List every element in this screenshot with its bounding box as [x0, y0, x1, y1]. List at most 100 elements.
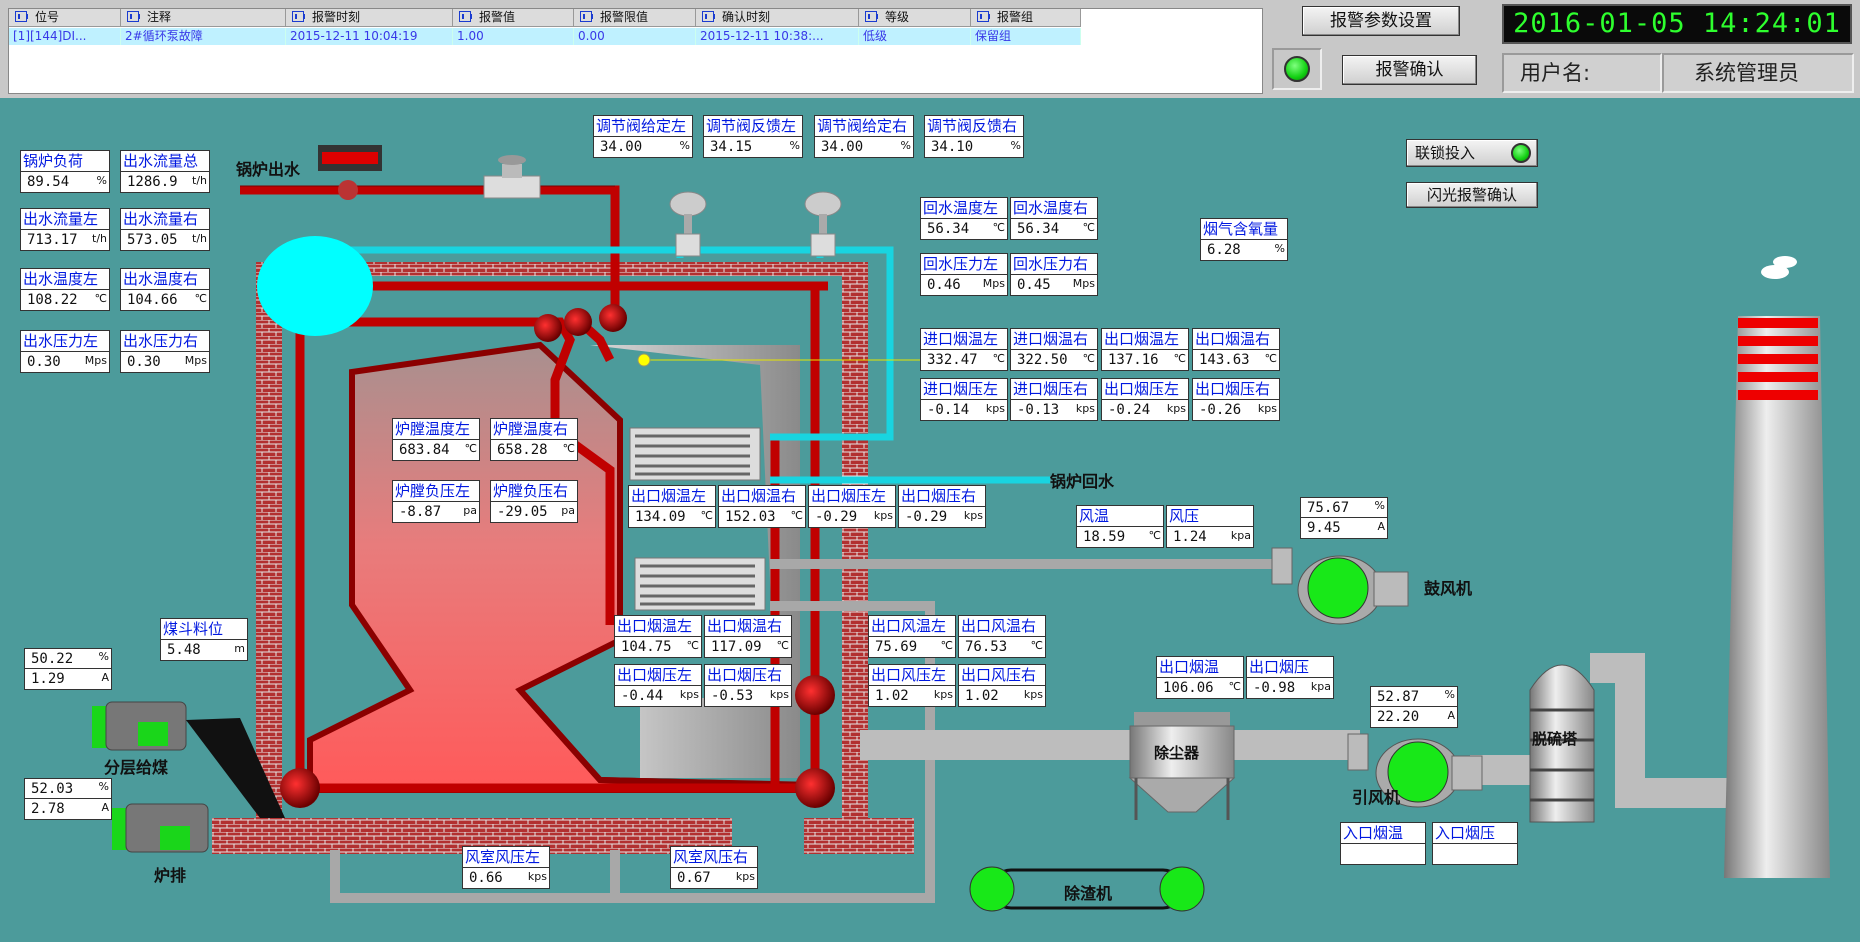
tag-number: 0.30	[127, 354, 161, 370]
tag-label: 出水流量总	[120, 150, 210, 172]
boiler-outlet-label: 锅炉出水	[236, 156, 300, 180]
tag-number: 683.84	[399, 442, 450, 458]
tag-unit: t/h	[92, 230, 107, 249]
tag-number: 0.67	[677, 870, 711, 886]
tag-value: 152.03℃	[718, 507, 806, 528]
tag-label: 出口风压左	[868, 664, 956, 686]
tag-number: 18.59	[1083, 529, 1125, 545]
column-header[interactable]: 报警时刻	[286, 9, 453, 27]
tag-label: 出口烟温右	[704, 615, 792, 637]
tag-number: -0.44	[621, 688, 663, 704]
tag-unit: kps	[1258, 400, 1277, 419]
tag-number: 6.28	[1207, 242, 1241, 258]
tag-value: 104.75℃	[614, 637, 702, 658]
tag-value: 0.66kps	[462, 868, 550, 889]
tag-label: 风压	[1166, 505, 1254, 527]
column-header[interactable]: 注释	[121, 9, 286, 27]
tag-label: 回水压力右	[1010, 253, 1098, 275]
interlock-button[interactable]: 联锁投入	[1406, 139, 1538, 167]
flash-alarm-confirm-button[interactable]: 闪光报警确认	[1406, 182, 1538, 208]
tag-value: 6.28%	[1200, 240, 1288, 261]
tag-number: 34.00	[821, 139, 863, 155]
tag-label: 煤斗料位	[160, 618, 248, 640]
tag-ret-pres-r: 回水压力右0.45Mps	[1010, 253, 1098, 296]
tag-in-ft-l: 进口烟温左332.47℃	[920, 328, 1008, 371]
tag-in-fp-r: 进口烟压右-0.13kps	[1010, 378, 1098, 421]
dust-collector	[1130, 712, 1234, 820]
tag-out-fp-l3: 出口烟压左-0.44kps	[614, 664, 702, 707]
tag-value: 658.28℃	[490, 440, 578, 461]
motor-percent: 52.87%	[1370, 686, 1458, 707]
tag-unit: ℃	[687, 637, 699, 656]
tag-number: -0.98	[1253, 680, 1295, 696]
tag-unit: ℃	[563, 440, 575, 459]
tag-unit: ℃	[1083, 350, 1095, 369]
tag-label: 出口烟压右	[1192, 378, 1280, 400]
tag-number: 322.50	[1017, 352, 1068, 368]
tag-number: 0.45	[1017, 277, 1051, 293]
table-cell: 1.00	[453, 28, 574, 45]
tag-boiler-load: 锅炉负荷89.54%	[20, 150, 110, 193]
table-cell: 2015-12-11 10:04:19	[286, 28, 453, 45]
sort-icon	[580, 11, 592, 22]
tag-dust-ft: 出口烟温106.06℃	[1156, 656, 1244, 699]
tag-unit: kps	[680, 686, 699, 705]
tag-valve-fb-r: 调节阀反馈右34.10%	[924, 115, 1024, 158]
tag-label: 炉膛温度右	[490, 418, 578, 440]
tag-furn-t-l: 炉膛温度左683.84℃	[392, 418, 480, 461]
tag-value: -8.87pa	[392, 502, 480, 523]
tag-value: -0.13kps	[1010, 400, 1098, 421]
tag-value: 0.30Mps	[120, 352, 210, 373]
column-header[interactable]: 报警限值	[574, 9, 696, 27]
table-cell: 低级	[859, 28, 971, 45]
tag-label: 进口烟压左	[920, 378, 1008, 400]
tag-label: 风室风压左	[462, 846, 550, 868]
tag-number: 0.30	[27, 354, 61, 370]
tag-unit: kps	[964, 507, 983, 526]
tag-number: 573.05	[127, 232, 178, 248]
tag-unit: ℃	[1265, 350, 1277, 369]
alarm-confirm-button[interactable]: 报警确认	[1342, 55, 1477, 85]
tag-out-at-r: 出口风温右76.53℃	[958, 615, 1046, 658]
datetime-display: 2016-01-05 14:24:01	[1502, 4, 1852, 44]
column-header[interactable]: 等级	[859, 9, 971, 27]
tag-value: 56.34℃	[920, 219, 1008, 240]
tag-valve-set-r: 调节阀给定右34.00%	[814, 115, 914, 158]
tag-value: 143.63℃	[1192, 350, 1280, 371]
boiler-return-label: 锅炉回水	[1050, 468, 1114, 492]
tag-value: 104.66℃	[120, 290, 210, 311]
tag-unit: m	[234, 640, 245, 659]
tag-value: 1.02kps	[958, 686, 1046, 707]
column-header[interactable]: 位号	[9, 9, 121, 27]
column-header[interactable]: 报警组	[971, 9, 1081, 27]
tag-furn-p-r: 炉膛负压右-29.05pa	[490, 480, 578, 523]
tag-number: 106.06	[1163, 680, 1214, 696]
tag-number: 1.02	[875, 688, 909, 704]
tag-value: -0.24kps	[1101, 400, 1189, 421]
tag-out-ap-l: 出口风压左1.02kps	[868, 664, 956, 707]
motor-percent: 52.03%	[24, 778, 112, 799]
tag-label: 出水流量右	[120, 208, 210, 230]
sort-icon	[977, 11, 989, 22]
tag-unit: kps	[1024, 686, 1043, 705]
tag-unit: %	[901, 137, 911, 156]
tag-furn-p-l: 炉膛负压左-8.87pa	[392, 480, 480, 523]
tag-label: 进口烟温左	[920, 328, 1008, 350]
motor-percent: 50.22%	[24, 648, 112, 669]
tag-value: 0.45Mps	[1010, 275, 1098, 296]
tag-label: 进口烟压右	[1010, 378, 1098, 400]
tag-number: -0.26	[1199, 402, 1241, 418]
tag-value: 0.46Mps	[920, 275, 1008, 296]
column-header[interactable]: 确认时刻	[696, 9, 859, 27]
tag-unit: ℃	[993, 219, 1005, 238]
tag-out-fp-r3: 出口烟压右-0.53kps	[704, 664, 792, 707]
tag-out-ft-r1: 出口烟温右143.63℃	[1192, 328, 1280, 371]
sort-icon	[15, 11, 27, 22]
tag-value: -0.53kps	[704, 686, 792, 707]
alarm-settings-button[interactable]: 报警参数设置	[1302, 6, 1460, 36]
tag-unit: ℃	[1031, 637, 1043, 656]
tag-unit: ℃	[777, 637, 789, 656]
tag-value: -29.05pa	[490, 502, 578, 523]
column-header[interactable]: 报警值	[453, 9, 574, 27]
tag-out-at-l: 出口风温左75.69℃	[868, 615, 956, 658]
